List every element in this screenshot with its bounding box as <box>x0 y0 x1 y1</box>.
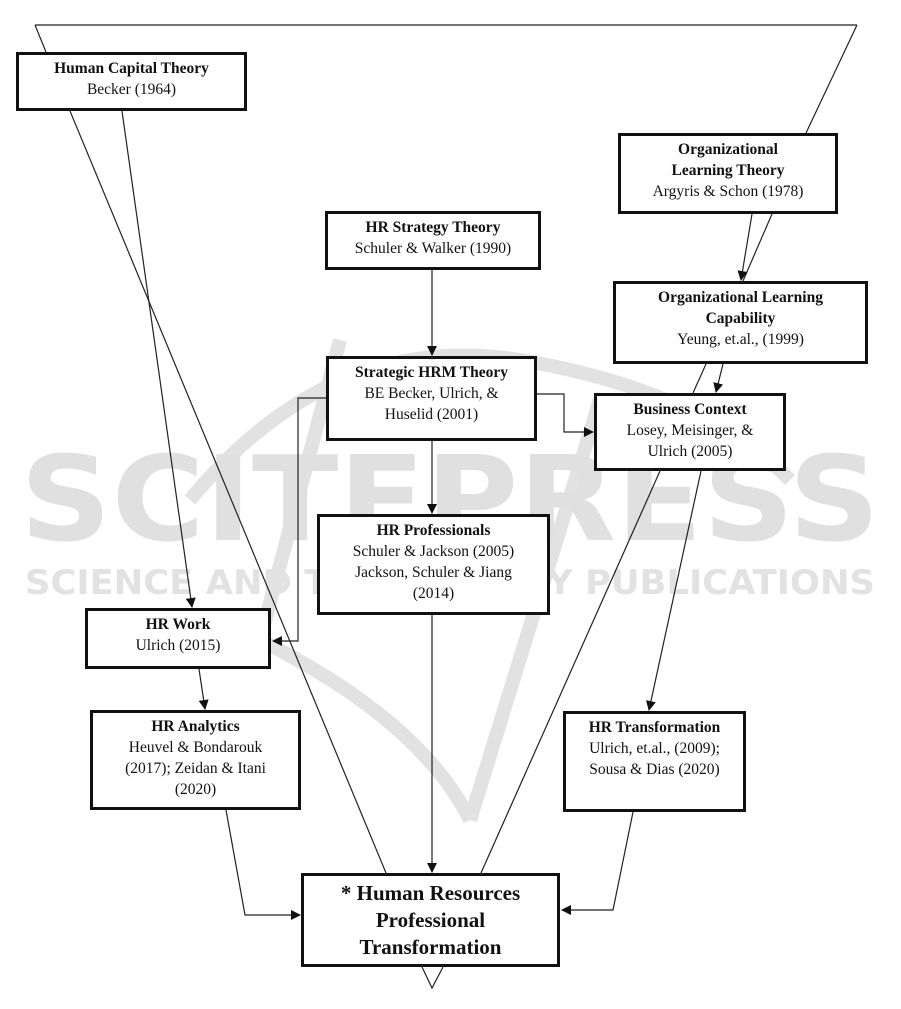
node-title: HR Strategy Theory <box>365 219 501 236</box>
funnel-left-edge-lower <box>69 110 387 874</box>
node-title: HR Analytics <box>151 718 240 735</box>
edge-business-context-to-hr-transformation <box>646 470 702 711</box>
node-citation: Schuler & Jackson (2005) Jackson, Schule… <box>352 543 515 602</box>
node-citation: Yeung, et.al., (1999) <box>677 331 804 348</box>
node-citation: BE Becker, Ulrich, & Huselid (2001) <box>364 385 499 423</box>
node-title: Human Capital Theory <box>54 60 209 77</box>
node-title: * Human Resources Professional Transform… <box>340 880 521 959</box>
node-citation: Becker (1964) <box>86 81 177 98</box>
node-hr-professional-transformation: * Human Resources Professional Transform… <box>301 873 560 967</box>
node-citation: Losey, Meisinger, & Ulrich (2005) <box>626 422 754 460</box>
node-hr-work: HR Work Ulrich (2015) <box>85 608 271 669</box>
funnel-right-edge-mid2 <box>692 363 707 394</box>
edge-strategic-hrm-to-business-context <box>537 393 594 437</box>
node-organizational-learning-theory: Organizational Learning Theory Argyris &… <box>618 133 838 214</box>
node-business-context: Business Context Losey, Meisinger, & Ulr… <box>594 393 786 471</box>
node-citation: Schuler & Walker (1990) <box>354 240 512 257</box>
node-title: HR Professionals <box>376 522 491 539</box>
edge-human-capital-to-hr-work <box>121 110 196 608</box>
node-title: Organizational Learning Capability <box>658 289 823 327</box>
node-hr-analytics: HR Analytics Heuvel & Bondarouk (2017); … <box>90 710 301 810</box>
edge-strategic-hrm-to-hr-work <box>272 397 326 646</box>
edge-hr-work-to-hr-analytics <box>198 668 209 710</box>
node-citation: Argyris & Schon (1978) <box>652 183 804 200</box>
node-citation: Heuvel & Bondarouk (2017); Zeidan & Itan… <box>125 739 266 798</box>
edge-hr-transformation-to-hrpt <box>561 811 634 915</box>
node-title: HR Work <box>145 616 211 633</box>
node-hr-transformation: HR Transformation Ulrich, et.al., (2009)… <box>563 711 746 812</box>
funnel-right-edge <box>805 24 858 134</box>
node-human-capital-theory: Human Capital Theory Becker (1964) <box>16 52 247 111</box>
node-title: Organizational Learning Theory <box>671 141 785 179</box>
node-hr-professionals: HR Professionals Schuler & Jackson (2005… <box>317 514 550 615</box>
node-hr-strategy-theory: HR Strategy Theory Schuler & Walker (199… <box>325 211 541 270</box>
node-title: Strategic HRM Theory <box>355 364 508 381</box>
funnel-left-edge <box>34 24 47 53</box>
node-strategic-hrm-theory: Strategic HRM Theory BE Becker, Ulrich, … <box>326 356 537 441</box>
edge-olt-to-olc <box>737 213 753 281</box>
edge-olc-to-business-context <box>713 363 724 393</box>
node-citation: Ulrich, et.al., (2009); Sousa & Dias (20… <box>589 740 720 778</box>
node-citation: Ulrich (2015) <box>135 637 221 654</box>
funnel-bottom-tip <box>421 966 444 990</box>
edge-hr-analytics-to-hrpt <box>225 809 301 920</box>
node-title: Business Context <box>633 401 747 418</box>
node-organizational-learning-capability: Organizational Learning Capability Yeung… <box>613 281 868 364</box>
node-title: HR Transformation <box>588 719 721 736</box>
funnel-right-edge-lower <box>480 470 661 874</box>
funnel-right-edge-mid <box>742 213 773 282</box>
